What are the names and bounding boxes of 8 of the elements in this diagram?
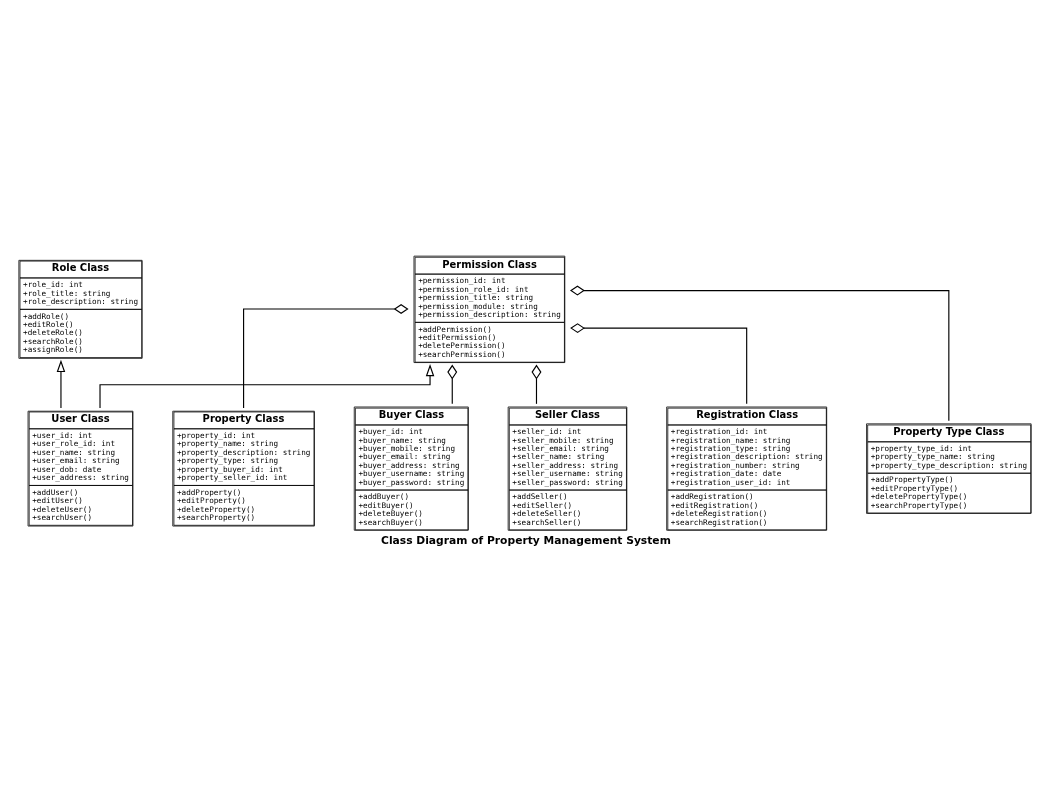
diagram-title: Class Diagram of Property Management System <box>381 534 671 548</box>
connector <box>531 364 542 405</box>
arrow <box>56 359 66 409</box>
arrow <box>99 364 435 409</box>
connector <box>569 285 950 422</box>
connector <box>243 303 409 409</box>
connector <box>447 364 458 405</box>
connector <box>570 323 748 405</box>
